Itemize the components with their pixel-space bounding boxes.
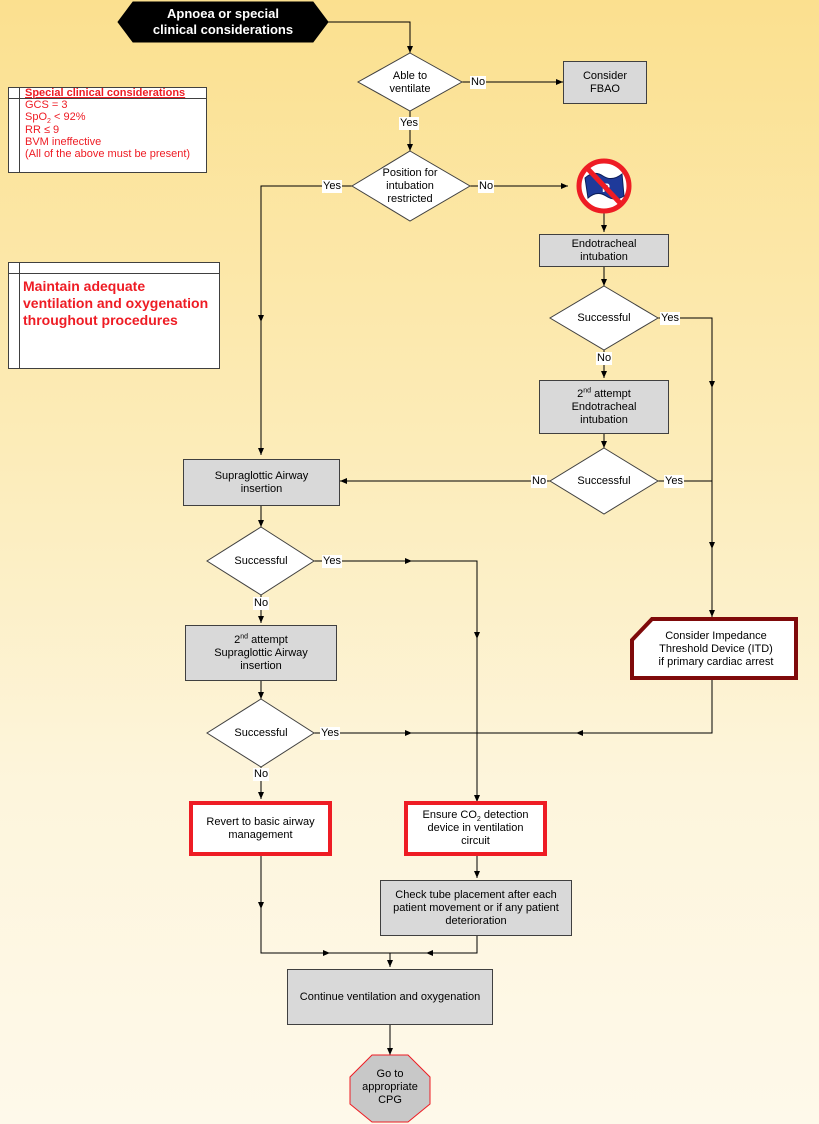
start-terminator: Apnoea or special clinical consideration… [133, 2, 313, 42]
supraglottic-airway-box: Supraglottic Airway insertion [183, 459, 340, 506]
consideration-gcs: GCS = 3 [25, 99, 68, 111]
maintain-ventilation-note: Maintain adequate ventilation and oxygen… [8, 262, 220, 369]
label-yes-successful-2: Yes [664, 475, 684, 488]
start-line-1: Apnoea or special [167, 6, 279, 21]
second-attempt-supraglottic-box: 2nd attempt Supraglottic Airway insertio… [185, 625, 337, 681]
label-no-successful-4: No [253, 768, 270, 781]
special-considerations-box: Special clinical considerations GCS = 3 … [8, 87, 207, 173]
start-terminator-shape [117, 1, 329, 43]
label-no-successful-1: No [596, 352, 613, 365]
decision-successful-2: Successful [577, 474, 631, 487]
label-yes-successful-3: Yes [322, 555, 342, 568]
continue-ventilation-box: Continue ventilation and oxygenation [287, 969, 493, 1025]
decision-successful-1: Successful [577, 311, 631, 324]
consider-fbao-box: Consider FBAO [563, 61, 647, 104]
decision-successful-1-shape [549, 285, 659, 351]
special-considerations-title: Special clinical considerations [25, 87, 186, 99]
decision-successful-3: Successful [234, 554, 288, 567]
revert-basic-airway-box: Revert to basic airway management [189, 801, 332, 856]
label-no-position: No [478, 180, 495, 193]
endotracheal-intubation-box: Endotracheal intubation [539, 234, 669, 267]
itd-box-shape [630, 617, 798, 680]
decision-position-restricted: Position for intubation restricted [382, 166, 438, 205]
second-attempt-endotracheal-box: 2nd attempt Endotracheal intubation [539, 380, 669, 434]
decision-position-shape [351, 150, 471, 222]
goto-cpg-shape [349, 1054, 431, 1123]
decision-successful-2-shape [549, 447, 659, 515]
check-tube-placement-box: Check tube placement after each patient … [380, 880, 572, 936]
decision-successful-4: Successful [234, 726, 288, 739]
no-paralytic-icon: P [576, 158, 632, 214]
label-no-successful-3: No [253, 597, 270, 610]
consideration-bvm: BVM ineffective [25, 136, 102, 148]
ensure-co2-detection-box: Ensure CO2 detection device in ventilati… [404, 801, 547, 856]
decision-able-to-ventilate-shape [356, 52, 464, 112]
itd-box: Consider Impedance Threshold Device (ITD… [658, 629, 774, 668]
label-no-successful-2: No [531, 475, 548, 488]
decision-successful-3-shape [206, 526, 315, 596]
decision-successful-4-shape [206, 698, 315, 768]
label-no-fbao: No [470, 76, 487, 89]
maintain-note-text: Maintain adequate ventilation and oxygen… [23, 278, 209, 328]
label-yes-successful-4: Yes [320, 727, 340, 740]
consideration-spo2: SpO2 < 92% [25, 111, 86, 126]
consideration-note: (All of the above must be present) [25, 148, 191, 160]
goto-cpg: Go to appropriate CPG [362, 1067, 418, 1106]
start-line-2: clinical considerations [152, 22, 294, 37]
label-yes-position: Yes [322, 180, 342, 193]
label-yes-successful-1: Yes [660, 312, 680, 325]
label-yes-able: Yes [399, 117, 419, 130]
consideration-rr: RR ≤ 9 [25, 124, 60, 136]
decision-able-to-ventilate: Able to ventilate [389, 70, 431, 95]
